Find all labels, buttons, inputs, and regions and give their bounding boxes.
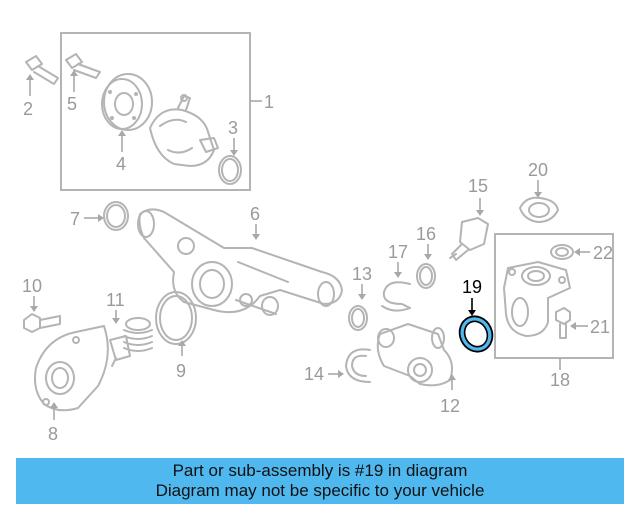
banner-line-2: Diagram may not be specific to your vehi…	[155, 481, 485, 500]
arrow-6	[252, 234, 260, 240]
part-3-oring[interactable]	[218, 155, 242, 185]
callout-22[interactable]: 22	[593, 243, 613, 263]
arrow-11	[112, 318, 120, 324]
part-water-pump[interactable]	[149, 94, 219, 167]
part-17-clip[interactable]	[381, 281, 411, 312]
part-7-oring[interactable]	[103, 201, 129, 231]
part-19-gasket[interactable]	[454, 311, 498, 357]
callout-9[interactable]: 9	[176, 361, 186, 381]
arrow-3	[230, 150, 238, 156]
callout-8[interactable]: 8	[48, 424, 58, 444]
callout-13[interactable]: 13	[352, 264, 372, 284]
arrow-20	[534, 192, 542, 198]
arrow-17	[394, 272, 402, 278]
callout-2[interactable]: 2	[23, 99, 33, 119]
part-13-oring[interactable]	[348, 305, 368, 331]
arrow-16	[424, 254, 432, 260]
arrow-12	[448, 374, 456, 380]
callout-21[interactable]: 21	[590, 317, 610, 337]
arrow-14	[338, 370, 344, 378]
part-9-oring[interactable]	[155, 291, 197, 345]
part-16-oring[interactable]	[416, 263, 436, 289]
part-15-sensor[interactable]	[449, 217, 489, 261]
arrow-13	[358, 294, 366, 300]
part-22-gasket[interactable]	[550, 244, 574, 260]
callout-11[interactable]: 11	[106, 290, 125, 310]
part-2-bolt[interactable]	[25, 55, 59, 85]
part-21-bolt[interactable]	[555, 307, 571, 339]
info-banner: Part or sub-assembly is #19 in diagram D…	[16, 458, 624, 504]
group-box-1	[60, 32, 251, 191]
group-box-18	[494, 233, 614, 359]
callout-14[interactable]: 14	[304, 364, 324, 384]
part-14-clip[interactable]	[345, 348, 371, 383]
arrow-5	[70, 70, 78, 76]
arrow-22	[574, 248, 580, 256]
callout-10[interactable]: 10	[22, 276, 42, 296]
part-18-outlet[interactable]	[503, 261, 571, 337]
arrow-7	[98, 214, 104, 222]
callout-3[interactable]: 3	[228, 118, 238, 138]
part-4-pulley[interactable]	[101, 73, 153, 131]
part-12-connector[interactable]	[376, 323, 453, 387]
callout-15[interactable]: 15	[468, 176, 488, 196]
callout-1[interactable]: 1	[264, 92, 274, 112]
callout-5[interactable]: 5	[67, 94, 77, 114]
arrow-21	[570, 322, 576, 330]
callout-19[interactable]: 19	[462, 277, 482, 297]
callout-7[interactable]: 7	[70, 209, 80, 229]
callout-16[interactable]: 16	[416, 224, 436, 244]
arrow-8	[50, 402, 58, 408]
callout-20[interactable]: 20	[528, 160, 548, 180]
part-10-bolt[interactable]	[23, 313, 61, 333]
arrow-10	[30, 306, 38, 312]
callout-6[interactable]: 6	[250, 204, 260, 224]
arrow-19	[468, 310, 476, 316]
arrow-9	[178, 340, 186, 346]
part-8-cover[interactable]	[34, 325, 109, 412]
arrow-15	[476, 210, 484, 216]
part-20-gasket[interactable]	[519, 196, 559, 223]
callout-4[interactable]: 4	[116, 154, 126, 174]
part-5-bolt[interactable]	[65, 53, 101, 79]
part-6-housing[interactable]	[137, 208, 343, 316]
callout-17[interactable]: 17	[388, 242, 408, 262]
callout-12[interactable]: 12	[440, 396, 460, 416]
arrow-2	[26, 74, 34, 80]
part-11-thermostat[interactable]	[109, 317, 153, 367]
callout-18[interactable]: 18	[550, 370, 570, 390]
banner-line-1: Part or sub-assembly is #19 in diagram	[172, 461, 468, 480]
arrow-4	[118, 130, 126, 136]
